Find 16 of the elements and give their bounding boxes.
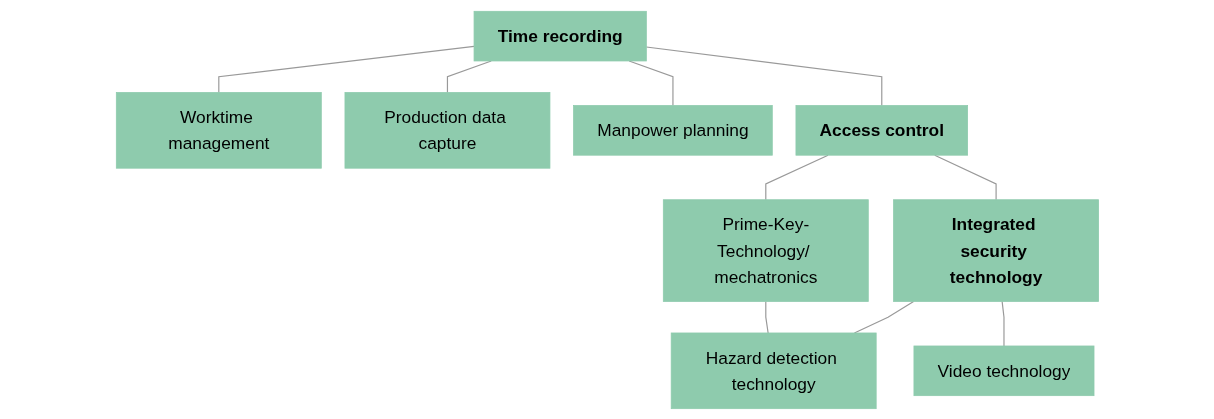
node-box: Integrated security technology (892, 198, 1099, 302)
connector (645, 45, 882, 106)
connector (217, 45, 475, 93)
node-box: Production data capture (344, 91, 550, 169)
node-box: Worktime management (115, 91, 322, 169)
node-box: Time recording (473, 10, 647, 61)
node-box: Prime-Key-Technology/ mechatronics (662, 198, 869, 302)
connector (446, 59, 492, 93)
connector (764, 154, 829, 200)
node-box: Access control (795, 104, 968, 156)
connector (764, 300, 769, 334)
node-box: Hazard detection technology (670, 332, 877, 409)
connector (933, 154, 997, 200)
node-box: Video technology (913, 345, 1094, 396)
node-box: Manpower planning (572, 104, 773, 156)
connector (1001, 300, 1005, 347)
